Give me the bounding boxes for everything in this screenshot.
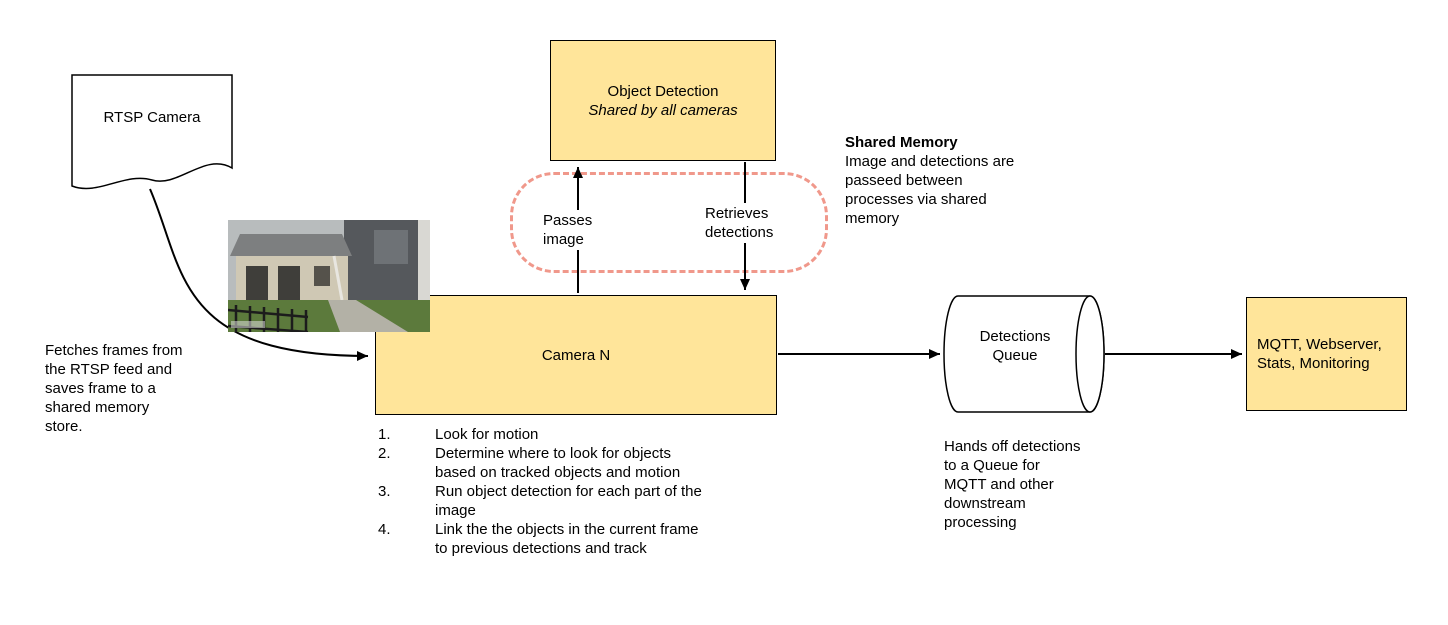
mqtt-node: MQTT, Webserver, Stats, Monitoring [1246, 297, 1407, 411]
step-text: Run object detection for each part of th… [435, 483, 702, 519]
step-number: 2. [378, 445, 391, 462]
fetch-frames-note: Fetches frames from the RTSP feed and sa… [45, 342, 183, 435]
garage-door [278, 266, 300, 300]
roof [230, 234, 352, 256]
camera-snapshot-image [227, 220, 430, 334]
queue-handoff-note: Hands off detections to a Queue for MQTT… [944, 438, 1081, 531]
rtsp-to-camera-arrow [149, 188, 369, 361]
shared-memory-note: Shared Memory Image and detections are p… [845, 133, 1065, 228]
object-detection-title: Object Detection [607, 82, 719, 100]
list-item: 4. Link the the objects in the current f… [378, 520, 778, 558]
rtsp-camera-label-wrap: RTSP Camera [72, 108, 232, 127]
step-text: Look for motion [435, 426, 539, 443]
retrieves-detections-label: Retrieves detections [703, 203, 776, 243]
rtsp-camera-label: RTSP Camera [103, 109, 201, 126]
passes-image-label: Passes image [541, 210, 595, 250]
detections-queue-cap [1075, 295, 1105, 413]
list-item: 1. Look for motion [378, 425, 778, 444]
fence [227, 305, 309, 334]
list-item: 2. Determine where to look for objects b… [378, 444, 778, 482]
step-number: 3. [378, 483, 391, 500]
detections-queue-label: Detections Queue [979, 328, 1051, 364]
window [314, 266, 330, 286]
shared-memory-note-title: Shared Memory [845, 134, 958, 151]
timestamp-overlay [231, 321, 265, 328]
step-number: 1. [378, 426, 391, 443]
rtsp-camera-shape [71, 74, 233, 190]
garage-door [246, 266, 268, 300]
downspout [332, 255, 344, 301]
walkway [328, 300, 408, 332]
shared-memory-note-body: Image and detections are passeed between… [845, 153, 1015, 227]
object-detection-node: Object Detection Shared by all cameras [550, 40, 776, 161]
camera-steps-list: 1. Look for motion 2. Determine where to… [378, 425, 778, 558]
camera-snapshot-art [227, 220, 430, 334]
list-item: 3. Run object detection for each part of… [378, 482, 778, 520]
object-detection-subtitle: Shared by all cameras [588, 101, 738, 119]
mqtt-label: MQTT, Webserver, Stats, Monitoring [1257, 336, 1382, 372]
shared-memory-region [510, 172, 828, 273]
camera-n-label: Camera N [541, 346, 611, 364]
camera-n-node: Camera N [375, 295, 777, 415]
step-text: Determine where to look for objects base… [435, 445, 681, 481]
step-text: Link the the objects in the current fram… [435, 521, 699, 557]
step-number: 4. [378, 521, 391, 538]
porch-column [418, 220, 430, 300]
